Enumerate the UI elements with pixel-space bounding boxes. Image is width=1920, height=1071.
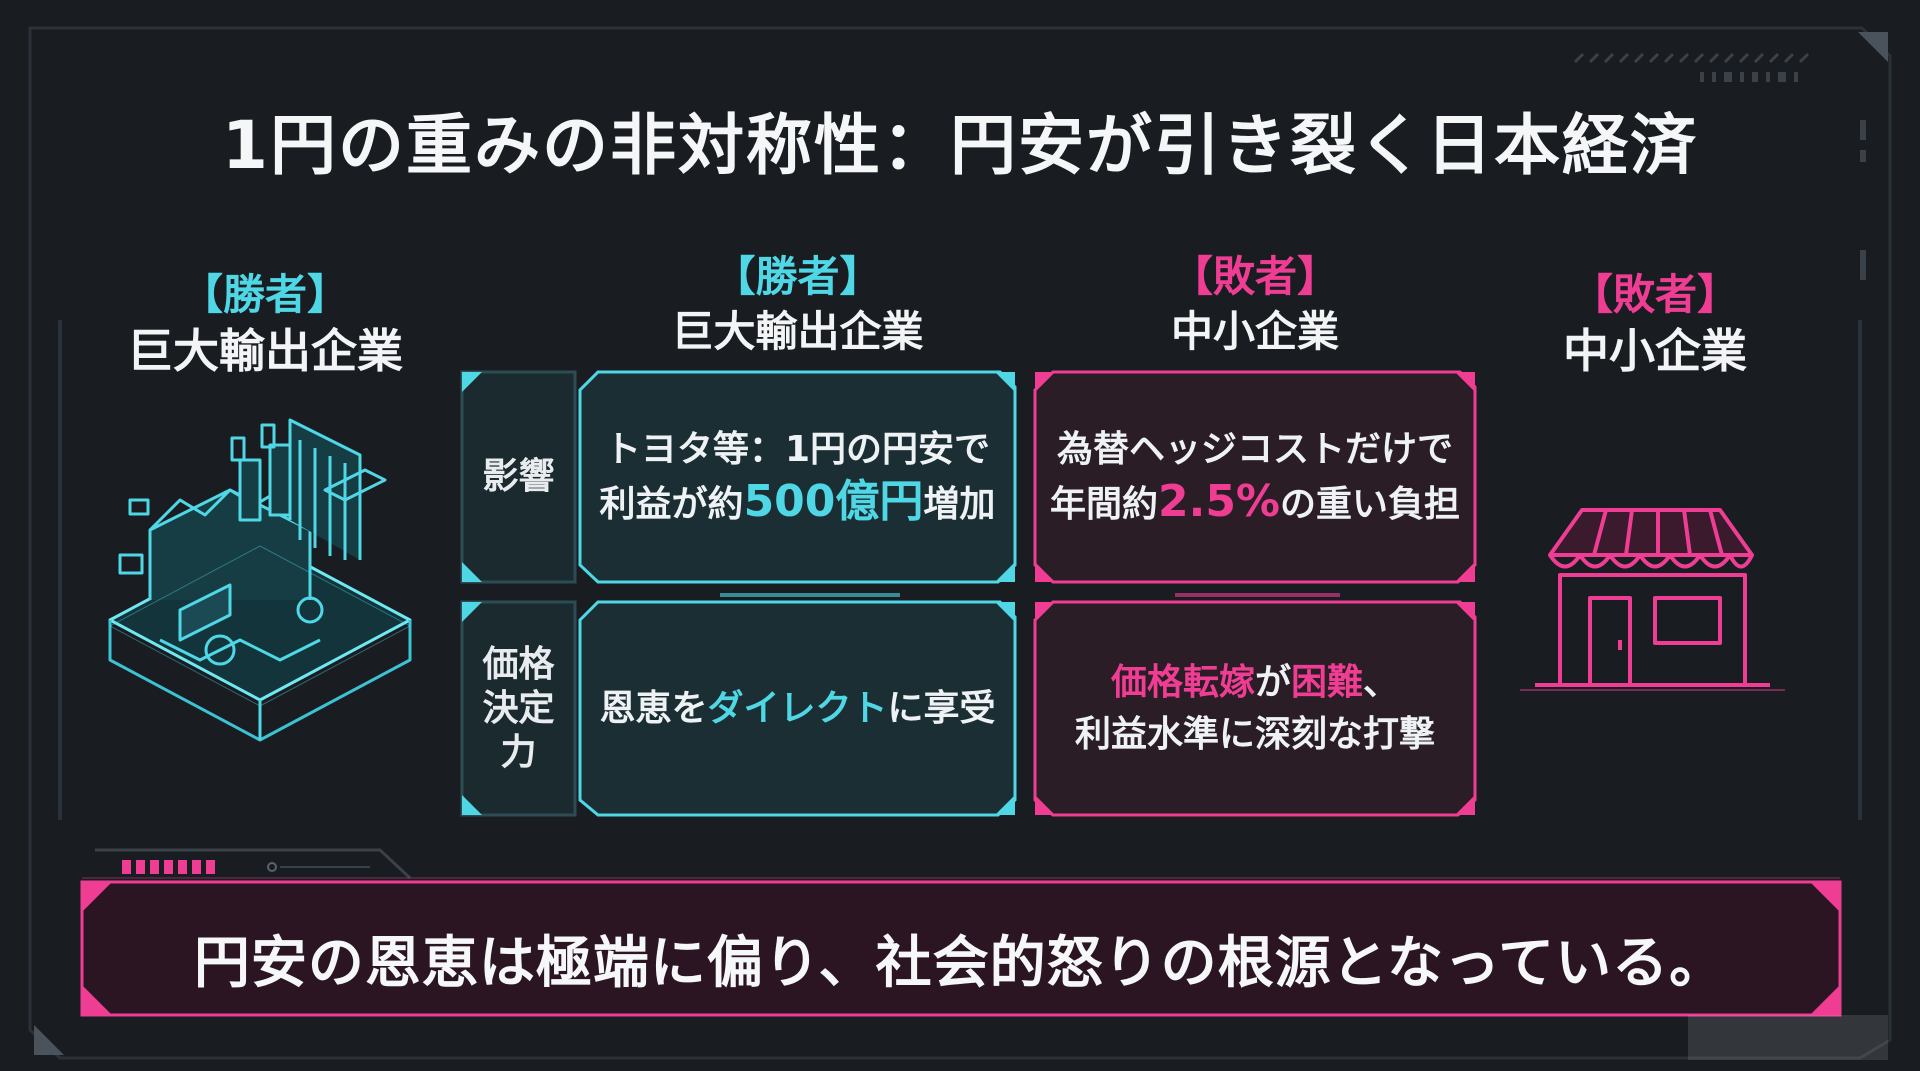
storefront-icon	[1535, 508, 1770, 687]
column-winner-name: 巨大輸出企業	[671, 307, 924, 356]
column-winner-tag: 【勝者】	[713, 252, 882, 301]
right-loser-heading: 【敗者】 中小企業	[1490, 268, 1820, 380]
page-title: 1円の重みの非対称性：円安が引き裂く日本経済	[222, 107, 1698, 184]
text: 増加	[923, 483, 996, 525]
highlight-text: ダイレクト	[707, 687, 888, 729]
row-label-impact-text: 影響	[482, 456, 555, 497]
right-loser-tag: 【敗者】	[1570, 270, 1739, 319]
column-loser-tag: 【敗者】	[1170, 252, 1339, 301]
cell-pricing-winner: 恩恵をダイレクトに享受	[580, 602, 1015, 815]
text: 年間約	[1049, 483, 1158, 525]
cell-impact-winner: トヨタ等：1円の円安で 利益が約500億円増加	[580, 372, 1015, 582]
left-winner-tag: 【勝者】	[180, 270, 349, 319]
text: に享受	[887, 687, 996, 729]
row-label-pricing: 価格 決定 力	[462, 602, 575, 815]
text: の重い負担	[1280, 483, 1461, 525]
cell-impact-loser-line1: 為替ヘッジコストだけで	[1056, 428, 1453, 470]
text: 恩恵を	[599, 687, 708, 729]
column-header-loser: 【敗者】 中小企業	[1035, 250, 1475, 360]
text: 、	[1363, 661, 1400, 703]
cell-impact-winner-line2: 利益が約500億円増加	[600, 476, 996, 531]
text: が	[1254, 661, 1291, 703]
column-loser-name: 中小企業	[1170, 307, 1339, 356]
row-label-pricing-line1: 価格	[482, 643, 555, 685]
row-label-pricing-line3: 力	[500, 731, 537, 773]
factory-icon	[108, 418, 412, 742]
cell-impact-winner-line1: トヨタ等：1円の円安で	[604, 428, 991, 470]
highlight-value: 2.5%	[1157, 475, 1281, 527]
cell-pricing-loser: 価格転嫁が困難、 利益水準に深刻な打撃	[1035, 602, 1475, 815]
cell-pricing-winner-line: 恩恵をダイレクトに享受	[599, 683, 995, 735]
row-label-pricing-line2: 決定	[482, 687, 555, 729]
left-winner-name: 巨大輸出企業	[127, 324, 403, 378]
column-header-winner: 【勝者】 巨大輸出企業	[580, 250, 1015, 360]
cell-impact-loser-line2: 年間約2.5%の重い負担	[1050, 476, 1460, 531]
highlight-text: 価格転嫁	[1110, 661, 1255, 703]
highlight-value: 500億円	[743, 475, 924, 527]
left-winner-heading: 【勝者】 巨大輸出企業	[100, 268, 430, 380]
text: 利益が約	[599, 483, 744, 525]
cell-pricing-loser-line2: 利益水準に深刻な打撃	[1074, 713, 1435, 755]
cell-impact-loser: 為替ヘッジコストだけで 年間約2.5%の重い負担	[1035, 372, 1475, 582]
row-label-impact: 影響	[462, 372, 575, 582]
bottom-message: 円安の恩恵は極端に偏り、社会的怒りの根源となっている。	[193, 931, 1727, 996]
highlight-text: 困難	[1291, 661, 1364, 703]
cell-pricing-loser-line1: 価格転嫁が困難、	[1111, 657, 1399, 709]
right-loser-name: 中小企業	[1563, 324, 1747, 378]
